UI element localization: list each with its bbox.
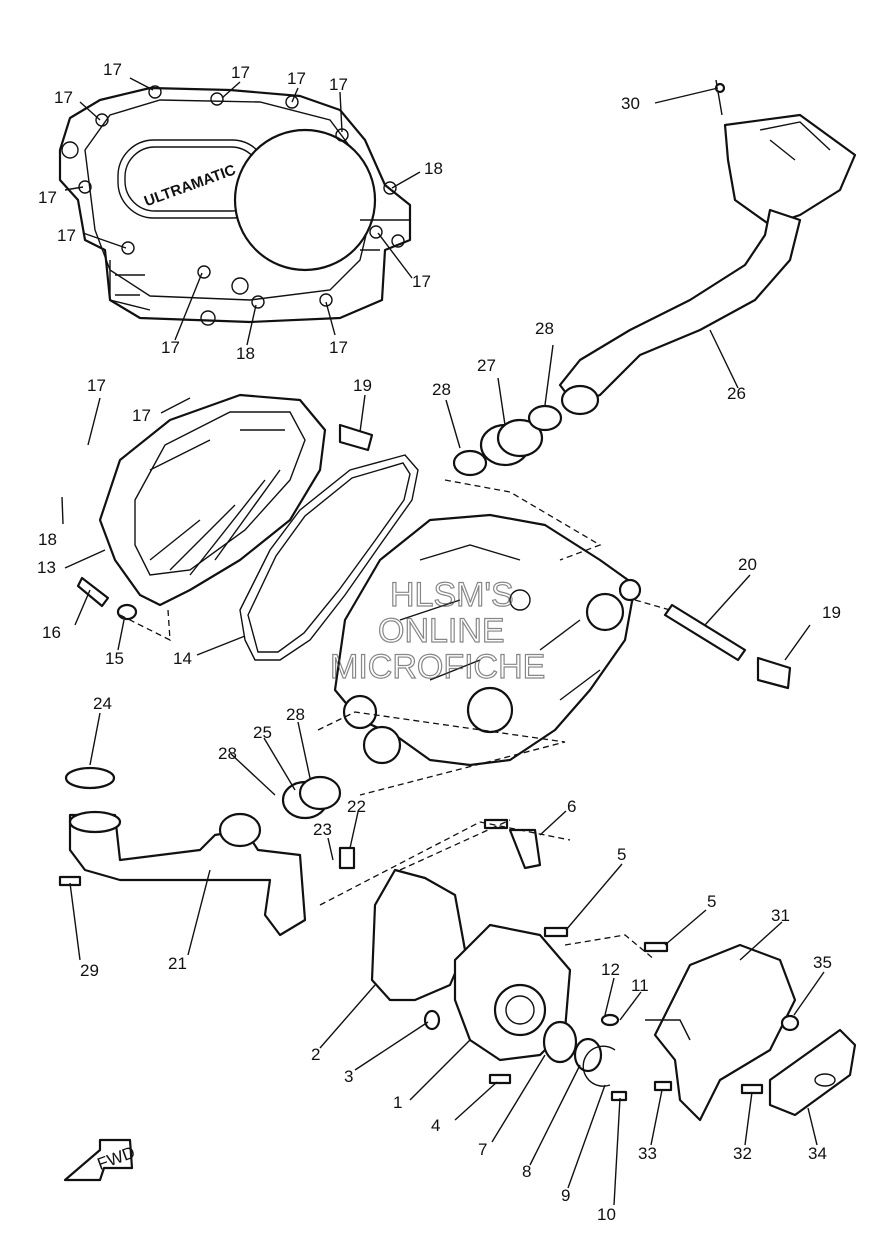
leader-lines — [61, 77, 825, 1206]
callout-24: 24 — [93, 694, 112, 713]
callout-33: 33 — [638, 1144, 657, 1163]
callout-12: 12 — [601, 960, 620, 979]
callout-28: 28 — [535, 319, 554, 338]
cover-plate — [768, 1028, 857, 1117]
callout-27: 27 — [477, 356, 496, 375]
callout-9: 9 — [561, 1186, 570, 1205]
v-belt-inner-cover — [98, 393, 327, 607]
callout-17: 17 — [54, 88, 73, 107]
callout-18: 18 — [236, 344, 255, 363]
callout-28: 28 — [218, 744, 237, 763]
watermark: HLSM'S ONLINE MICROFICHE — [329, 575, 546, 686]
callout-30: 30 — [621, 94, 640, 113]
callout-19: 19 — [353, 376, 372, 395]
callout-21: 21 — [168, 954, 187, 973]
callout-28: 28 — [286, 705, 305, 724]
callout-17: 17 — [57, 226, 76, 245]
crankcase — [333, 513, 642, 767]
callout-28: 28 — [432, 380, 451, 399]
oil-strainer-and-plug — [338, 423, 792, 690]
callout-17: 17 — [132, 406, 151, 425]
callout-5: 5 — [707, 892, 716, 911]
watermark-line-1: HLSM'S — [390, 576, 514, 614]
callout-18: 18 — [424, 159, 443, 178]
watermark-line-2: ONLINE — [378, 612, 505, 650]
forward-arrow-icon: FWD — [63, 1138, 138, 1182]
callout-4: 4 — [431, 1116, 440, 1135]
callout-numbers: 17 17 17 17 17 17 17 17 17 17 17 17 18 1… — [37, 60, 841, 1224]
callout-1: 1 — [393, 1093, 402, 1112]
callout-17: 17 — [103, 60, 122, 79]
callout-5: 5 — [617, 845, 626, 864]
callout-17: 17 — [38, 188, 57, 207]
watermark-line-3: MICROFICHE — [330, 648, 545, 686]
callout-14: 14 — [173, 649, 192, 668]
callout-17: 17 — [412, 272, 431, 291]
callout-31: 31 — [771, 906, 790, 925]
callout-17: 17 — [161, 338, 180, 357]
callout-10: 10 — [597, 1205, 616, 1224]
callout-19: 19 — [822, 603, 841, 622]
callout-35: 35 — [813, 953, 832, 972]
lower-air-duct — [64, 766, 342, 937]
v-belt-outer-cover: ULTRAMATIC — [58, 85, 412, 326]
callout-34: 34 — [808, 1144, 827, 1163]
right-crankcase-cover — [370, 868, 616, 1087]
air-intake-duct — [558, 79, 857, 416]
callout-17: 17 — [329, 338, 348, 357]
callout-26: 26 — [727, 384, 746, 403]
callout-22: 22 — [347, 797, 366, 816]
cover-gasket-inner — [247, 462, 411, 653]
callout-17: 17 — [231, 63, 250, 82]
upper-duct-joint — [452, 404, 563, 477]
callout-32: 32 — [733, 1144, 752, 1163]
callout-20: 20 — [738, 555, 757, 574]
alignment-lines — [119, 479, 671, 961]
cover-bulge-dome — [233, 128, 377, 272]
callout-23: 23 — [313, 820, 332, 839]
cover-gasket — [239, 454, 419, 661]
callout-13: 13 — [37, 558, 56, 577]
callout-7: 7 — [478, 1140, 487, 1159]
callout-11: 11 — [631, 976, 649, 995]
callout-15: 15 — [105, 649, 124, 668]
drain-plug-and-seal — [76, 576, 138, 621]
callout-25: 25 — [253, 723, 272, 742]
callout-3: 3 — [344, 1067, 353, 1086]
callout-29: 29 — [80, 961, 99, 980]
callout-18: 18 — [38, 530, 57, 549]
callout-2: 2 — [311, 1045, 320, 1064]
callout-6: 6 — [567, 797, 576, 816]
callout-17: 17 — [287, 69, 306, 88]
callout-17: 17 — [329, 75, 348, 94]
callout-17: 17 — [87, 376, 106, 395]
callout-16: 16 — [42, 623, 61, 642]
guard-cover — [645, 943, 797, 1122]
callout-8: 8 — [522, 1162, 531, 1181]
